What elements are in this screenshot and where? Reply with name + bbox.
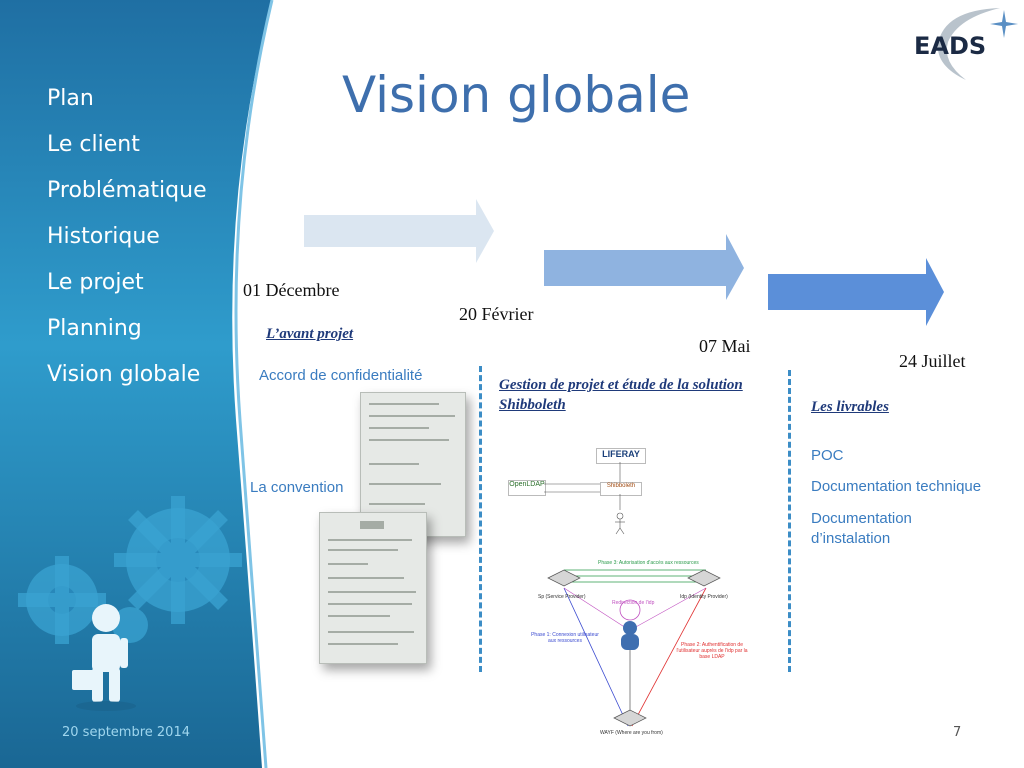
- phase-title: Les livrables: [811, 399, 889, 415]
- shibboleth-flow-diagram: Phase 3: Autorisation d'accès aux ressou…: [530, 558, 750, 738]
- logo-text: EADS: [914, 32, 987, 60]
- businessman-icon: [72, 604, 128, 702]
- sp-label: Sp (Service Provider): [538, 594, 586, 600]
- wayf-label: WAYF (Where are you from): [600, 730, 663, 736]
- flow-phase1-label: Phase 1: Connexion utilisateur aux resso…: [531, 632, 599, 644]
- footer-date: 20 septembre 2014: [62, 725, 190, 740]
- flow-phase2-label: Phase 2: Authentification de l'utilisate…: [676, 642, 748, 660]
- deliverable-item: Documentation d’instalation: [811, 510, 912, 547]
- phase-divider: [479, 366, 482, 672]
- nav-item-planning[interactable]: Planning: [47, 316, 142, 341]
- flow-phase3-label: Phase 3: Autorisation d'accès aux ressou…: [598, 560, 699, 566]
- date-label: 24 Juillet: [899, 351, 966, 371]
- server-icon: [547, 569, 581, 587]
- timeline-arrow-1: [304, 199, 494, 263]
- nav-item-le-projet[interactable]: Le projet: [47, 270, 144, 295]
- deliverable-item: Documentation technique: [811, 478, 982, 495]
- openldap-logo: OpenLDAP: [508, 480, 546, 496]
- date-label: 20 Février: [459, 304, 534, 324]
- user-icon: [621, 621, 639, 650]
- deliverable-item: POC: [811, 447, 844, 464]
- nav-item-le-client[interactable]: Le client: [47, 132, 140, 157]
- phase-item: La convention: [250, 479, 344, 496]
- idp-label: Idp (Identity Provider): [680, 594, 728, 600]
- nav-item-historique[interactable]: Historique: [47, 224, 160, 249]
- shibboleth-logo: Shibboleth: [600, 482, 642, 496]
- redirect-label: Redirection de l'idp: [612, 600, 655, 606]
- eads-logo: EADS: [908, 4, 1020, 84]
- phase-title: L’avant projet: [266, 326, 354, 342]
- date-label: 07 Mai: [699, 336, 751, 356]
- architecture-diagram: LIFERAY OpenLDAP Shibboleth: [508, 448, 648, 540]
- phase-title: Gestion de projet et étude de la solutio…: [499, 377, 743, 413]
- timeline-arrow-2: [544, 234, 744, 300]
- server-icon: [613, 709, 647, 727]
- page-number: 7: [953, 725, 962, 740]
- sidebar-background: [0, 0, 274, 768]
- phase-item: Accord de confidentialité: [259, 367, 423, 384]
- nav-item-problematique[interactable]: Problématique: [47, 178, 207, 203]
- timeline-arrow-3: [768, 258, 944, 326]
- liferay-logo: LIFERAY: [596, 448, 646, 464]
- page-title: Vision globale: [342, 66, 691, 124]
- nav-item-vision-globale[interactable]: Vision globale: [47, 362, 201, 387]
- eads-star-logo-icon: [937, 8, 1018, 80]
- nav-item-plan[interactable]: Plan: [47, 86, 94, 111]
- document-scan: [319, 512, 427, 664]
- date-label: 01 Décembre: [243, 280, 340, 300]
- server-icon: [687, 569, 721, 587]
- phase-divider: [788, 370, 791, 672]
